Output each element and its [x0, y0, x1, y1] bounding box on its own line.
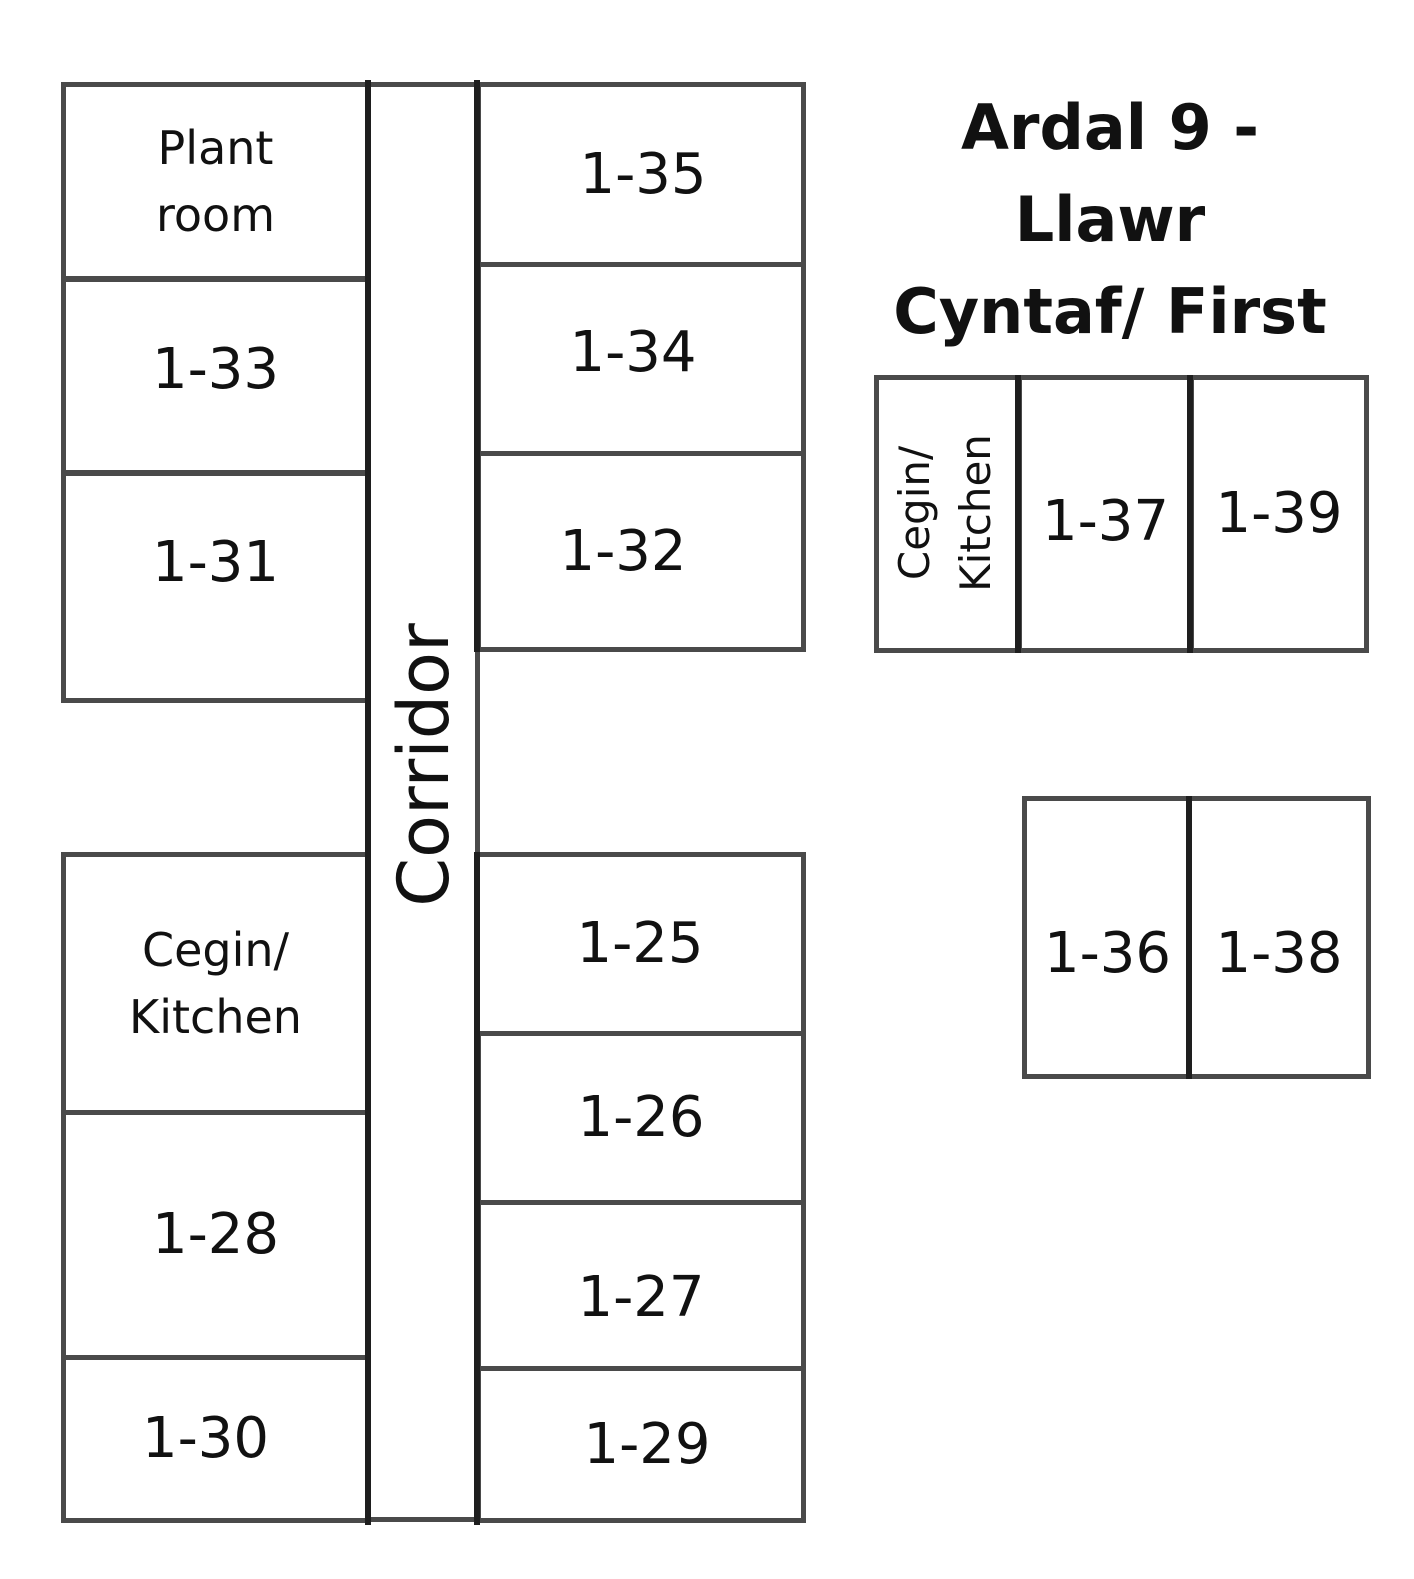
wall-line — [1015, 375, 1021, 653]
room-1-37: 1-37 — [1017, 375, 1194, 653]
room-label: 1-29 — [583, 1411, 711, 1477]
room-1-32: 1-32 — [476, 451, 806, 652]
room-label: 1-27 — [577, 1264, 705, 1330]
room-1-35: 1-35 — [476, 82, 806, 267]
room-1-30: 1-30 — [61, 1355, 370, 1523]
room-label: Cegin/ Kitchen — [129, 922, 302, 1044]
room-label: Plant room — [156, 120, 275, 242]
corridor-label: Corridor — [383, 623, 465, 907]
floor-title: Ardal 9 - Llawr Cyntaf/ First Floor — [893, 91, 1327, 440]
room-1-33: 1-33 — [61, 277, 370, 475]
room-label: 1-32 — [559, 518, 687, 584]
room-kitchen-left: Cegin/ Kitchen — [61, 852, 370, 1115]
room-label: Cegin/ Kitchen — [890, 434, 1000, 592]
room-label: 1-39 — [1215, 481, 1343, 546]
room-label: 1-37 — [1041, 489, 1170, 554]
room-1-31: 1-31 — [61, 471, 370, 703]
room-1-26: 1-26 — [476, 1031, 806, 1205]
room-1-27: 1-27 — [476, 1200, 806, 1371]
room-1-25: 1-25 — [474, 852, 806, 1036]
room-1-39: 1-39 — [1189, 375, 1369, 653]
room-1-38: 1-38 — [1187, 796, 1371, 1079]
wall-line — [1187, 375, 1193, 653]
wall-line — [365, 80, 371, 1525]
room-label: 1-25 — [576, 911, 704, 976]
room-plant-room: Plant room — [61, 82, 370, 281]
room-label: 1-26 — [577, 1085, 705, 1150]
room-1-36: 1-36 — [1022, 796, 1193, 1079]
room-1-28: 1-28 — [61, 1110, 370, 1360]
room-label: 1-38 — [1215, 920, 1343, 986]
room-label: 1-35 — [579, 141, 707, 207]
room-1-34: 1-34 — [476, 262, 806, 456]
room-label: 1-36 — [1043, 920, 1172, 986]
room-label: 1-28 — [151, 1202, 280, 1267]
room-1-29: 1-29 — [476, 1366, 806, 1523]
wall-line — [1186, 796, 1192, 1079]
wall-line — [474, 80, 480, 652]
room-label: 1-33 — [151, 337, 280, 402]
room-label: 1-30 — [141, 1406, 270, 1471]
wall-line — [474, 852, 480, 1525]
room-label: 1-31 — [151, 530, 280, 595]
room-label: 1-34 — [569, 320, 697, 385]
